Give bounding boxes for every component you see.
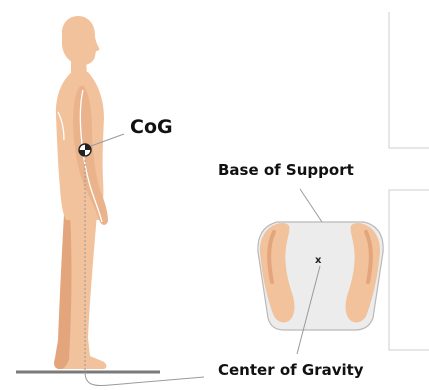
- projection-line: [85, 372, 204, 386]
- base-of-support-leader: [300, 189, 322, 222]
- cog-marker: [79, 144, 91, 156]
- bottom-panel-frame: [389, 190, 429, 350]
- cg-x-mark: x: [315, 256, 321, 266]
- top-panel-frame: [389, 12, 429, 148]
- human-figure: [54, 16, 108, 369]
- human-head: [62, 16, 99, 65]
- base-of-support-diagram: [258, 222, 383, 330]
- base-of-support-label: Base of Support: [218, 163, 354, 178]
- center-of-gravity-label: Center of Gravity: [218, 363, 364, 378]
- cog-label: CoG: [130, 118, 173, 137]
